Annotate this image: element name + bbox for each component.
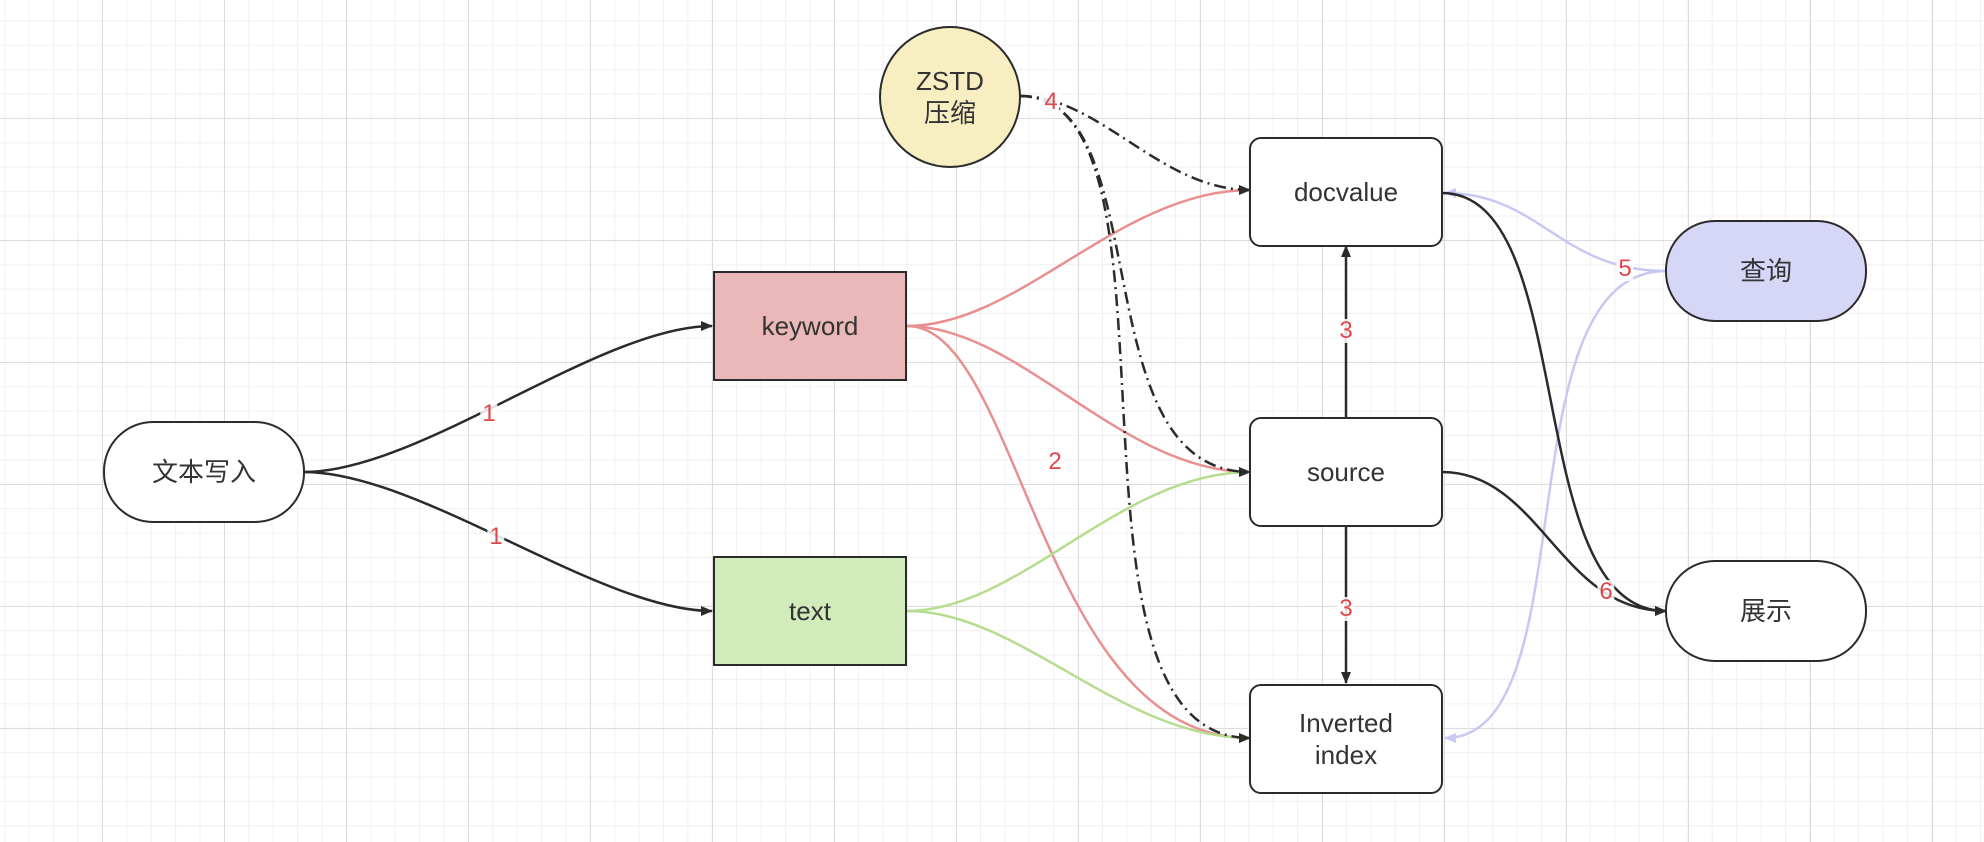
node-inverted-label-line1: Inverted [1299,708,1393,738]
edge-label-write-to-text: 1 [487,523,505,550]
node-zstd-label-line1: ZSTD [916,66,984,96]
edge-label-query: 5 [1616,255,1634,282]
node-zstd-text: ZSTD 压缩 [916,65,984,129]
node-display-label: 展示 [1739,596,1792,626]
node-source-label: source [1306,457,1386,487]
node-zstd-label-line2: 压缩 [923,98,976,128]
edge-label-display: 6 [1597,578,1615,605]
node-query[interactable]: 查询 [1665,220,1867,322]
edge-zstd-to-inverted [1019,94,1251,743]
node-inverted-index-text: Inverted index [1299,707,1393,771]
edge-text-to-source [906,467,1251,613]
node-keyword[interactable]: keyword [713,271,907,381]
node-docvalue-label: docvalue [1293,177,1399,207]
node-text-input[interactable]: 文本写入 [103,421,305,523]
edge-write-to-keyword [303,321,713,474]
edge-source-to-display [1441,470,1667,616]
edge-label-keyword-to-inverted: 2 [1046,448,1064,475]
node-text-input-label: 文本写入 [151,457,256,487]
edge-label-zstd: 4 [1042,88,1060,115]
node-inverted-label-line2: index [1314,740,1378,770]
edge-keyword-to-docvalue [906,185,1251,328]
node-text-label: text [789,596,831,626]
edge-keyword-to-inverted [906,324,1251,743]
edge-label-write-to-keyword: 1 [480,400,498,427]
node-keyword-label: keyword [761,311,859,341]
node-display[interactable]: 展示 [1665,560,1867,662]
edge-query-to-inverted [1444,269,1667,743]
edge-label-source-to-inverted: 3 [1337,595,1355,622]
node-source[interactable]: source [1249,417,1443,527]
edge-zstd-to-source [1019,94,1251,477]
node-text[interactable]: text [713,556,907,666]
node-query-label: 查询 [1739,256,1792,286]
node-inverted-index[interactable]: Inverted index [1249,684,1443,794]
edge-keyword-to-source [906,324,1251,477]
edge-label-source-to-docvalue: 3 [1337,317,1355,344]
edge-docvalue-to-display [1441,191,1667,616]
edge-text-to-inverted [906,609,1251,743]
edge-write-to-text [303,470,713,616]
node-docvalue[interactable]: docvalue [1249,137,1443,247]
node-zstd[interactable]: ZSTD 压缩 [879,26,1021,168]
